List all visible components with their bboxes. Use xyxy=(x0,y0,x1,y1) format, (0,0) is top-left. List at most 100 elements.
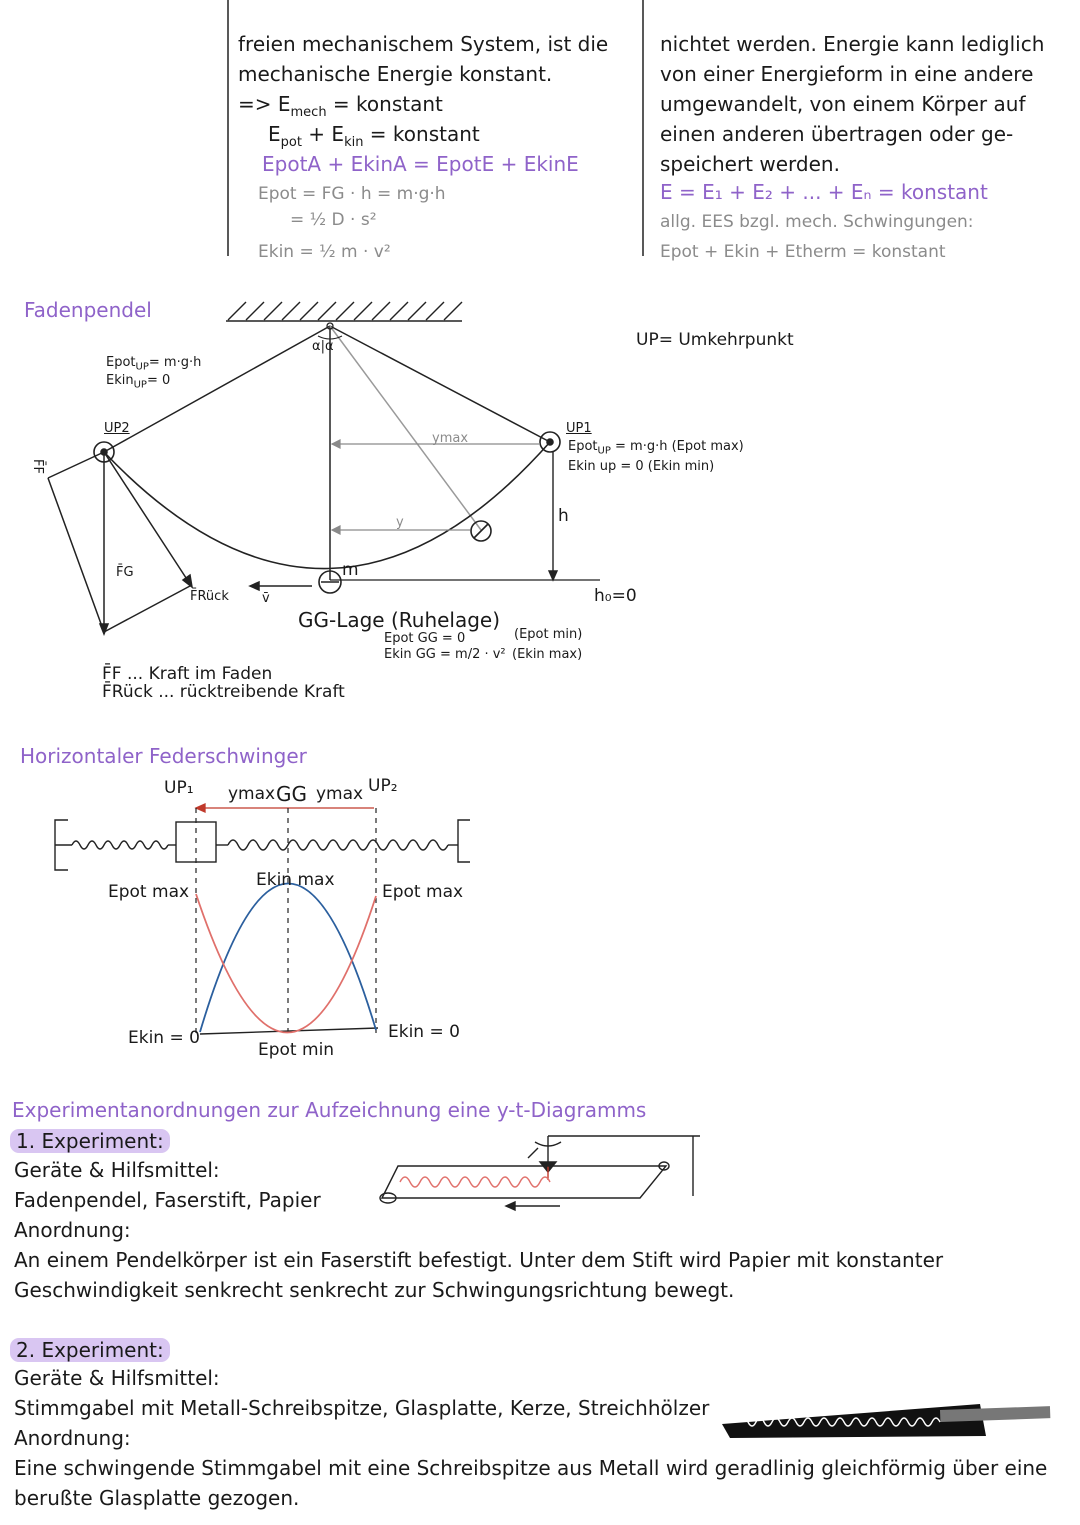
exp2-setup-label: Anordnung: xyxy=(14,1426,131,1450)
pendulum-strings xyxy=(103,325,551,580)
pendulum-bob-mid xyxy=(470,520,492,542)
text-line: einen anderen übertragen oder ge- xyxy=(660,122,1014,146)
label: Epot xyxy=(568,439,598,454)
left-up-epot: EpotUP= m·g·h xyxy=(106,356,201,373)
exp1-setup-line1: An einem Pendelkörper ist ein Faserstift… xyxy=(14,1248,944,1272)
up1-ekin: Ekin up = 0 (Ekin min) xyxy=(568,460,714,473)
fruck-label: F̄Rück xyxy=(190,589,229,604)
gg-ekin-note: (Ekin max) xyxy=(512,647,583,662)
text-line: mechanische Energie konstant. xyxy=(238,62,553,86)
pivot xyxy=(326,322,334,330)
gg-label: GG xyxy=(276,782,307,806)
alpha-label: α|α xyxy=(312,339,334,354)
sub: UP xyxy=(597,445,611,457)
ekin0-left-label: Ekin = 0 xyxy=(128,1028,200,1048)
section-heading-experiments: Experimentanordnungen zur Aufzeichnung e… xyxy=(12,1098,647,1122)
ceiling-hatching xyxy=(226,301,463,322)
epot-min-label: Epot min xyxy=(258,1040,335,1060)
exp1-setup-line2: Geschwindigkeit senkrecht senkrecht zur … xyxy=(14,1278,735,1302)
pendulum-bob-center xyxy=(318,570,342,594)
h0-label: h₀=0 xyxy=(594,586,637,606)
ees-eq: Epot + Ekin + Etherm = konstant xyxy=(660,242,946,262)
up2-label: UP2 xyxy=(104,421,130,436)
force-arrows xyxy=(47,451,194,637)
ymax-right-label: ymax xyxy=(316,784,364,804)
up1-epot: EpotUP = m·g·h (Epot max) xyxy=(568,440,744,457)
fg-label: F̄G xyxy=(116,565,134,580)
exp2-setup-line2: berußte Glasplatte gezogen. xyxy=(14,1486,300,1510)
ymax-label: ymax xyxy=(432,431,469,446)
emech-rest: = konstant xyxy=(326,92,443,116)
exp2-tools-label: Geräte & Hilfsmittel: xyxy=(14,1366,220,1390)
epot-prefix: E xyxy=(268,122,281,146)
y-arrow xyxy=(330,525,470,535)
ees-note: allg. EES bzgl. mech. Schwingungen: xyxy=(660,212,974,232)
velocity-arrow xyxy=(248,580,312,592)
exp1-title: 1. Experiment: xyxy=(10,1129,170,1153)
up1-label: UP₁ xyxy=(164,778,194,798)
epot-sub: pot xyxy=(280,135,302,150)
v-label: v̄ xyxy=(262,591,270,606)
ekin-max-label: Ekin max xyxy=(256,870,335,890)
total-energy-eq: E = E₁ + E₂ + ... + Eₙ = konstant xyxy=(660,180,988,204)
y-label: y xyxy=(396,515,404,530)
sub: UP xyxy=(135,361,149,373)
h-label: h xyxy=(558,506,569,526)
emech-line: => Emech = konstant xyxy=(238,94,443,119)
ff-label: F̄F xyxy=(29,459,45,474)
label: Epot xyxy=(106,355,136,370)
emech-prefix: => E xyxy=(238,92,291,116)
exp1-tools: Fadenpendel, Faserstift, Papier xyxy=(14,1188,321,1212)
ymax-left-label: ymax xyxy=(228,784,276,804)
ekin-sub: kin xyxy=(344,135,364,150)
ekin-rest: = konstant xyxy=(363,122,480,146)
up1-label: UP1 xyxy=(566,421,592,436)
rest: = 0 xyxy=(146,373,171,388)
epot-spring-formula: = ½ D · s² xyxy=(290,210,377,230)
energy-conservation-eq: EpotA + EkinA = EpotE + EkinE xyxy=(262,152,579,176)
pendulum-bob-right xyxy=(539,431,561,453)
exp1-tools-label: Geräte & Hilfsmittel: xyxy=(14,1158,220,1182)
amplitude-arrow xyxy=(194,802,374,814)
exp2-tools: Stimmgabel mit Metall-Schreibspitze, Gla… xyxy=(14,1396,710,1420)
text-line: von einer Energieform in eine andere xyxy=(660,62,1034,86)
gg-ekin: Ekin GG = m/2 · v² xyxy=(384,647,506,662)
ekin-formula: Ekin = ½ m · v² xyxy=(258,242,391,262)
ymax-arrow xyxy=(330,439,540,449)
rest: = 0 (Ekin min) xyxy=(616,459,715,474)
rest: = m·g·h xyxy=(148,355,202,370)
experiment1-sketch xyxy=(379,1135,700,1212)
exp2-title: 2. Experiment: xyxy=(10,1338,170,1362)
height-arrow xyxy=(547,452,559,582)
energy-sum-line: Epot + Ekin = konstant xyxy=(268,124,480,149)
label: Ekin xyxy=(106,373,134,388)
emech-sub: mech xyxy=(290,105,327,120)
gg-epot: Epot GG = 0 xyxy=(384,631,466,646)
gg-label: GG-Lage (Ruhelage) xyxy=(298,608,501,632)
left-up-ekin: EkinUP= 0 xyxy=(106,374,170,391)
text-line: speichert werden. xyxy=(660,152,840,176)
legend-fruck: F̄Rück ... rücktreibende Kraft xyxy=(102,682,345,702)
energy-baseline xyxy=(199,1027,379,1035)
pendulum-arc xyxy=(103,441,551,570)
exp2-setup-line1: Eine schwingende Stimmgabel mit eine Sch… xyxy=(14,1456,1048,1480)
legend-ff: F̄F ... Kraft im Faden xyxy=(102,664,273,684)
text-line: nichtet werden. Energie kann lediglich xyxy=(660,32,1045,56)
gg-epot-note: (Epot min) xyxy=(514,627,583,642)
text-line: freien mechanischem System, ist die xyxy=(238,32,609,56)
rest: = m·g·h (Epot max) xyxy=(610,439,744,454)
label: Ekin up xyxy=(568,459,617,474)
epot-formula: Epot = FG · h = m·g·h xyxy=(258,184,446,204)
up-legend: UP= Umkehrpunkt xyxy=(636,330,794,350)
exp2-title-text: 2. Experiment: xyxy=(10,1338,170,1362)
epot-max-left-label: Epot max xyxy=(108,882,190,902)
ekin-mid: + E xyxy=(301,122,345,146)
epot-max-right-label: Epot max xyxy=(382,882,464,902)
m-label: m xyxy=(342,560,359,580)
sub: UP xyxy=(133,379,147,391)
exp1-setup-label: Anordnung: xyxy=(14,1218,131,1242)
exp1-title-text: 1. Experiment: xyxy=(10,1129,170,1153)
dashed-guides xyxy=(195,808,377,1034)
spring-oscillator xyxy=(54,819,470,871)
